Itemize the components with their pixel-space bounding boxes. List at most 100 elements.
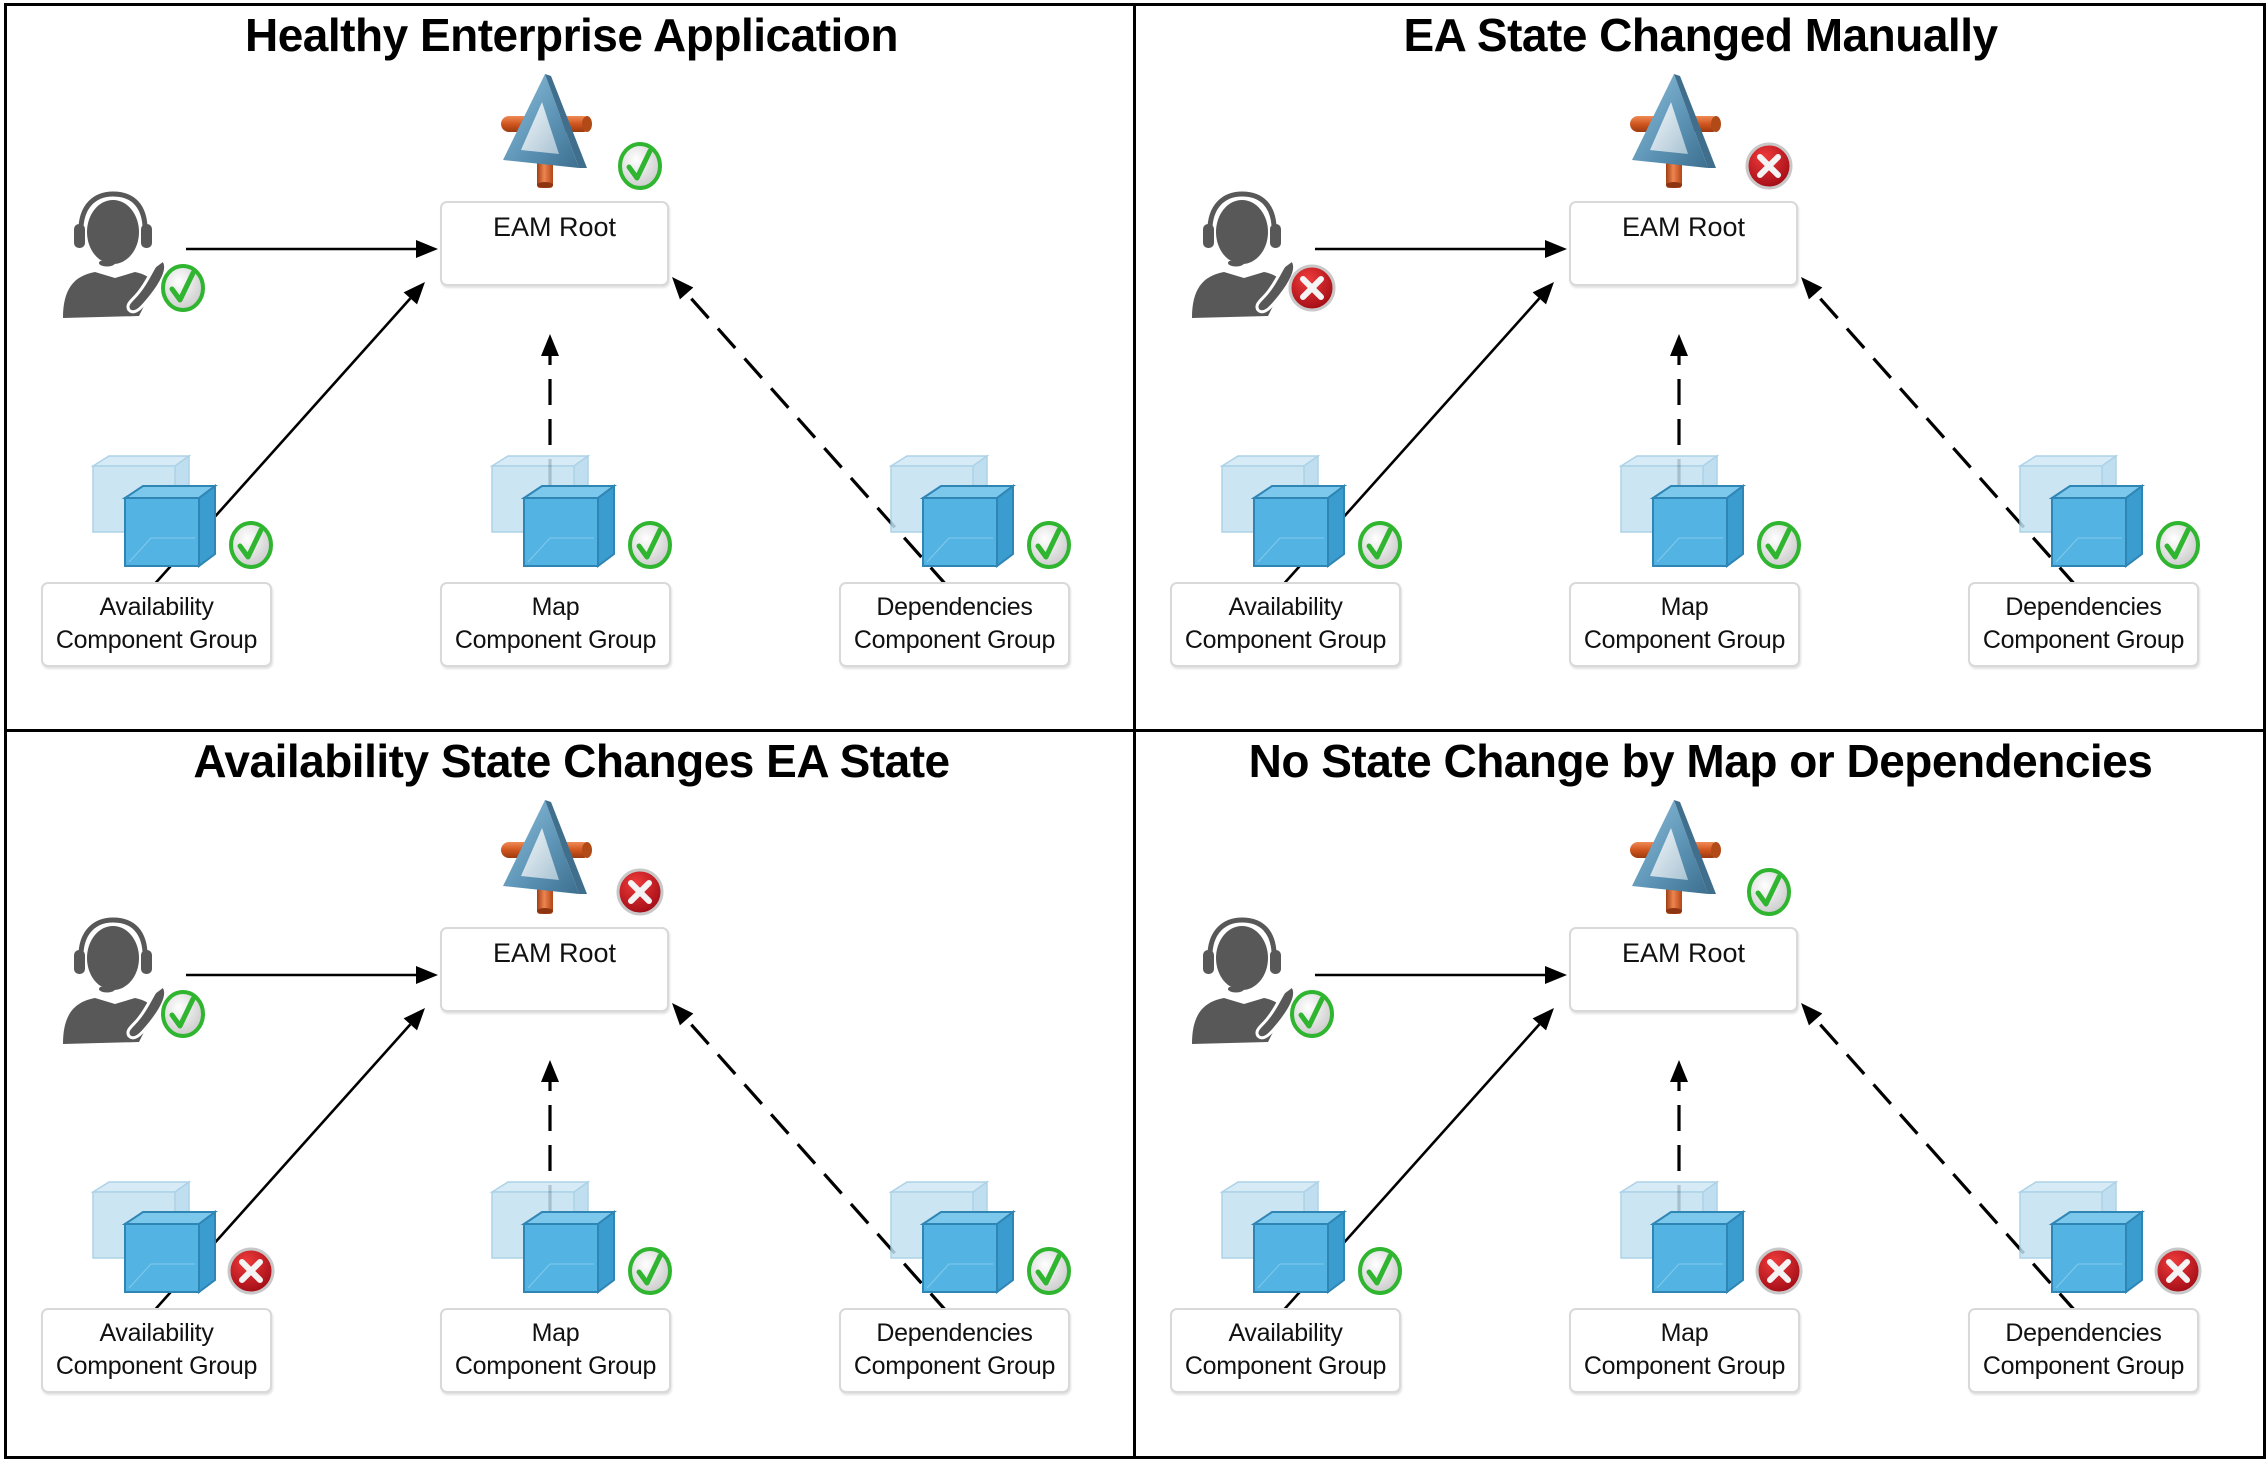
- root-status-error-icon: [616, 868, 664, 916]
- group-label-line1: Map: [531, 593, 580, 621]
- group-label-line2: Component Group: [1583, 626, 1786, 654]
- group-label-line1: Dependencies: [876, 593, 1033, 621]
- dependencies-status-check-icon: [1027, 521, 1071, 569]
- eam-root-label: EAM Root: [492, 938, 617, 968]
- group-label-line2: Component Group: [1982, 626, 2185, 654]
- eam-root-label: EAM Root: [492, 212, 617, 242]
- availability-status-check-icon: [229, 521, 273, 569]
- component-group-cubes-icon: [91, 1180, 218, 1294]
- edge-dependencies-to-root: [1801, 277, 2079, 589]
- edge-dependencies-to-root: [672, 1003, 950, 1315]
- group-label-line2: Component Group: [1184, 626, 1387, 654]
- root-status-check-icon: [618, 142, 662, 190]
- group-label-line1: Map: [1660, 593, 1709, 621]
- operator-headset-icon: [1192, 191, 1297, 318]
- component-group-cubes-icon: [1619, 1180, 1746, 1294]
- component-group-cubes-icon: [490, 454, 617, 568]
- eam-root-node[interactable]: EAM Root: [440, 927, 669, 1012]
- availability-status-error-icon: [227, 1247, 275, 1295]
- panel-title: No State Change by Map or Dependencies: [1248, 735, 2153, 787]
- group-label-line2: Component Group: [454, 626, 657, 654]
- root-status-check-icon: [1747, 868, 1791, 916]
- dependencies-status-error-icon: [2154, 1247, 2202, 1295]
- panel-3: Availability State Changes EA State: [7, 732, 1136, 1458]
- component-group-cubes-icon: [490, 1180, 617, 1294]
- group-label-line2: Component Group: [853, 1352, 1056, 1380]
- edge-operator-to-root: [1315, 240, 1567, 258]
- eam-root-icon: [501, 74, 592, 188]
- group-label-line1: Availability: [99, 593, 214, 621]
- eam-root-icon: [501, 800, 592, 914]
- eam-root-label: EAM Root: [1621, 938, 1746, 968]
- group-label-line1: Map: [531, 1319, 580, 1347]
- eam-root-node[interactable]: EAM Root: [1569, 927, 1798, 1012]
- component-group-cubes-icon: [2018, 1180, 2145, 1294]
- operator-headset-icon: [63, 191, 168, 318]
- group-label-line2: Component Group: [55, 1352, 258, 1380]
- panel-4: No State Change by Map or Dependencies: [1136, 732, 2265, 1458]
- map-status-check-icon: [628, 521, 672, 569]
- group-label-line1: Dependencies: [876, 1319, 1033, 1347]
- edge-operator-to-root: [186, 240, 438, 258]
- operator-status-check-icon: [161, 990, 205, 1038]
- panel-2: EA State Changed Manually: [1136, 6, 2265, 732]
- eam-root-icon: [1630, 800, 1721, 914]
- edge-operator-to-root: [186, 966, 438, 984]
- edge-operator-to-root: [1315, 966, 1567, 984]
- horizontal-divider: [4, 729, 2266, 732]
- operator-status-check-icon: [161, 264, 205, 312]
- availability-status-check-icon: [1358, 1247, 1402, 1295]
- map-status-error-icon: [1755, 1247, 1803, 1295]
- operator-headset-icon: [1192, 917, 1297, 1044]
- operator-status-check-icon: [1290, 990, 1334, 1038]
- group-label-line2: Component Group: [853, 626, 1056, 654]
- group-label-line2: Component Group: [55, 626, 258, 654]
- operator-status-error-icon: [1288, 264, 1336, 312]
- group-label-line1: Availability: [1228, 1319, 1343, 1347]
- eam-root-icon: [1630, 74, 1721, 188]
- component-group-cubes-icon: [2018, 454, 2145, 568]
- dependencies-status-check-icon: [1027, 1247, 1071, 1295]
- edge-dependencies-to-root: [1801, 1003, 2079, 1315]
- component-group-cubes-icon: [1220, 454, 1347, 568]
- component-group-cubes-icon: [91, 454, 218, 568]
- root-status-error-icon: [1745, 142, 1793, 190]
- group-label-line1: Dependencies: [2005, 593, 2162, 621]
- group-label-line2: Component Group: [1583, 1352, 1786, 1380]
- component-group-cubes-icon: [1619, 454, 1746, 568]
- panel-title: EA State Changed Manually: [1403, 9, 1998, 61]
- component-group-cubes-icon: [889, 454, 1016, 568]
- eam-root-node[interactable]: EAM Root: [440, 201, 669, 286]
- component-group-cubes-icon: [889, 1180, 1016, 1294]
- group-label-line1: Availability: [1228, 593, 1343, 621]
- edge-dependencies-to-root: [672, 277, 950, 589]
- group-label-line2: Component Group: [1184, 1352, 1387, 1380]
- panel-1: Healthy Enterprise Application: [7, 6, 1136, 732]
- map-status-check-icon: [628, 1247, 672, 1295]
- eam-root-node[interactable]: EAM Root: [1569, 201, 1798, 286]
- component-group-cubes-icon: [1220, 1180, 1347, 1294]
- group-label-line2: Component Group: [1982, 1352, 2185, 1380]
- group-label-line1: Map: [1660, 1319, 1709, 1347]
- group-label-line1: Availability: [99, 1319, 214, 1347]
- availability-status-check-icon: [1358, 521, 1402, 569]
- group-label-line2: Component Group: [454, 1352, 657, 1380]
- eam-root-label: EAM Root: [1621, 212, 1746, 242]
- panel-title: Healthy Enterprise Application: [245, 9, 899, 61]
- group-label-line1: Dependencies: [2005, 1319, 2162, 1347]
- panel-title: Availability State Changes EA State: [193, 735, 950, 787]
- map-status-check-icon: [1757, 521, 1801, 569]
- operator-headset-icon: [63, 917, 168, 1044]
